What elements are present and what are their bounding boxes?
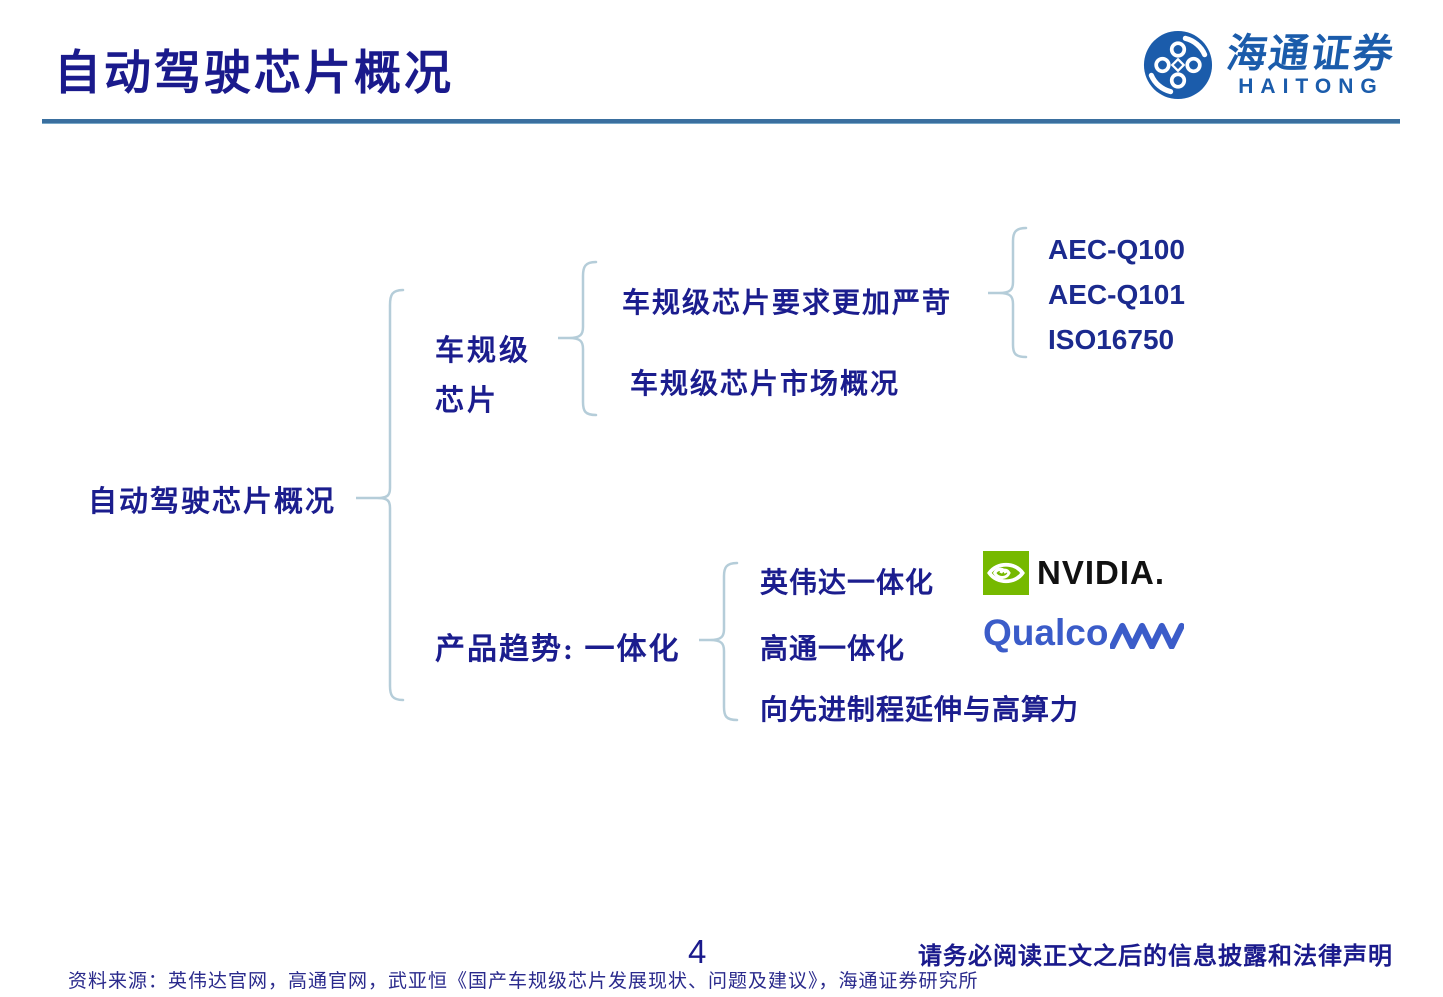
leaf-market-overview: 车规级芯片市场概况 — [630, 369, 901, 400]
branch-product-trend: 产品趋势: 一体化 — [435, 633, 681, 666]
mindmap-root: 自动驾驶芯片概况 — [88, 486, 337, 518]
title-underline — [42, 119, 1400, 124]
leaf-qualcomm-integration: 高通一体化 — [760, 634, 906, 665]
branch-auto-grade-line1: 车规级 — [435, 335, 532, 367]
nvidia-eye-icon — [983, 551, 1029, 595]
standards-list: AEC-Q100 AEC-Q101 ISO16750 — [1048, 234, 1185, 356]
footer-source: 资料来源：英伟达官网，高通官网，武亚恒《国产车规级芯片发展现状、问题及建议》，海… — [68, 971, 979, 992]
standard-iso16750: ISO16750 — [1048, 324, 1175, 355]
leaf-nvidia-integration: 英伟达一体化 — [760, 568, 935, 599]
standard-aec-q100: AEC-Q100 — [1048, 234, 1185, 265]
nvidia-wordmark: NVIDIA. — [1037, 554, 1166, 591]
haitong-wordmark: 海通证券 HAITONG — [1224, 31, 1398, 98]
qualcomm-logo: Qualco — [983, 612, 1185, 654]
branch-auto-grade-line2: 芯片 — [435, 385, 500, 417]
nvidia-logo: NVIDIA. — [983, 551, 1165, 595]
leaf-stricter-requirements: 车规级芯片要求更加严苛 — [622, 288, 953, 319]
haitong-name-en: HAITONG — [1238, 74, 1384, 98]
branch-auto-grade-chips: 车规级 芯片 — [435, 326, 531, 426]
haitong-emblem-icon — [1143, 30, 1213, 100]
leaf-advanced-process: 向先进制程延伸与高算力 — [760, 695, 1080, 726]
qualcomm-wordmark: Qualco — [983, 612, 1109, 653]
page-number: 4 — [688, 933, 707, 970]
page-title: 自动驾驶芯片概况 — [54, 48, 454, 100]
footer-disclaimer: 请务必阅读正文之后的信息披露和法律声明 — [918, 944, 1393, 970]
qualcomm-mm-icon — [1110, 622, 1185, 649]
standard-aec-q101: AEC-Q101 — [1048, 279, 1185, 310]
haitong-logo: 海通证券 HAITONG — [1141, 28, 1398, 102]
